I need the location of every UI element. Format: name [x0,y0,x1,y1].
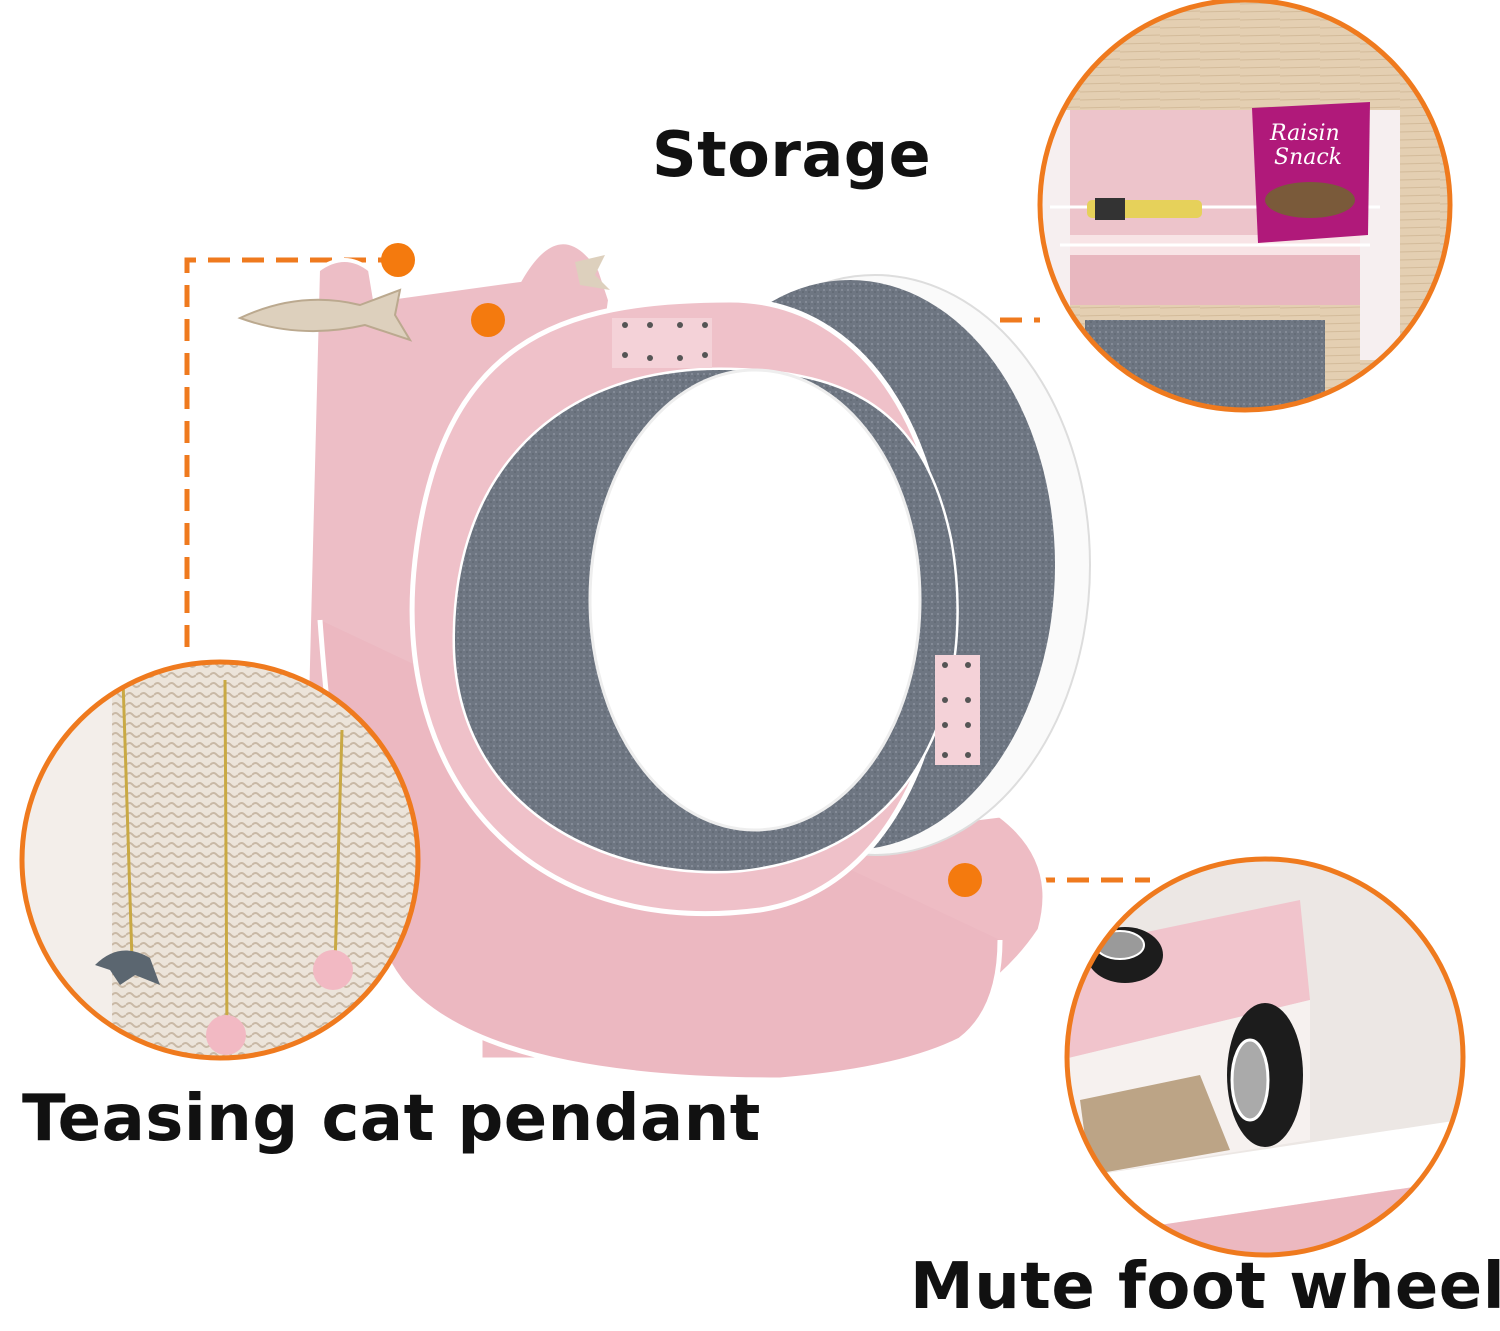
bag-text-line1: Raisin [1269,121,1340,146]
teasing-inset-border [19,659,421,1061]
mute-wheel-label: Mute foot wheel [910,1250,1500,1324]
wheel-inset-border [1064,856,1466,1258]
wheel-inset [1067,859,1463,1255]
teasing-pendant-label: Teasing cat pendant [22,1082,761,1156]
bag-text-line2: Snack [1274,145,1342,170]
storage-inset: Raisin Snack [1040,0,1450,410]
callout-dots [381,243,982,897]
storage-label: Storage [652,118,932,191]
storage-inset-border [1037,0,1453,413]
cat-wheel-product [237,240,1091,1083]
